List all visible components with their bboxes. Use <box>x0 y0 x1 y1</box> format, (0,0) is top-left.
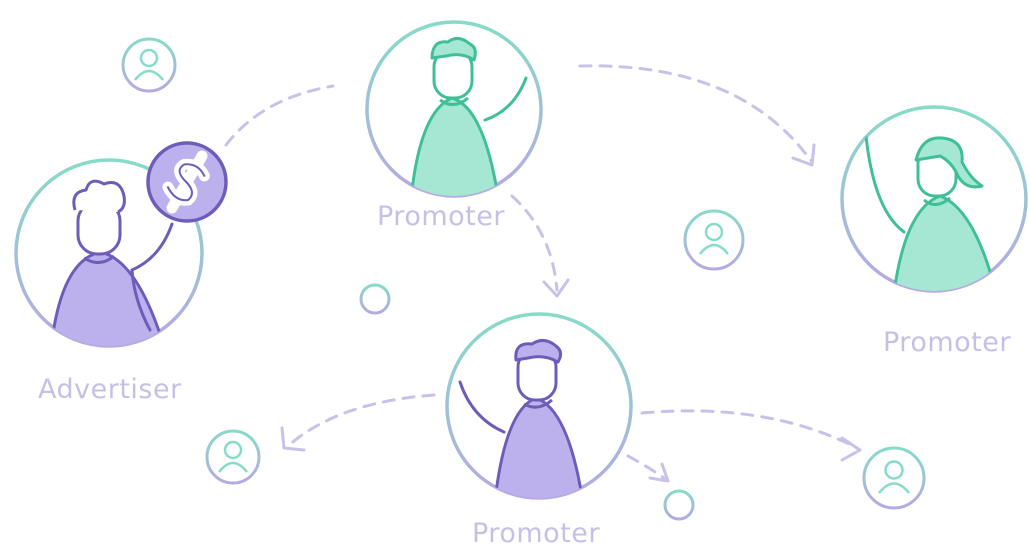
arrow-icon <box>280 426 306 452</box>
promoter-right-node <box>840 105 1028 293</box>
advertiser-label: Advertiser <box>38 374 182 405</box>
arrow-icon <box>648 462 670 483</box>
advertiser-node <box>14 158 204 348</box>
arrow-icon <box>542 278 570 298</box>
user-icon <box>121 37 177 93</box>
arrow-icon <box>791 143 816 167</box>
arrow-promoter-bottom-to-left <box>286 393 436 448</box>
arrow-advertiser-to-promoter <box>224 84 335 147</box>
small-node <box>663 489 695 521</box>
promoter-bottom-node <box>445 312 633 500</box>
promoter-top-node <box>365 20 543 198</box>
promoter-bottom-label: Promoter <box>472 518 600 549</box>
promoter-top-label: Promoter <box>377 201 505 232</box>
arrow-promoter-bottom-to-small <box>626 454 666 480</box>
user-icon <box>683 209 745 271</box>
user-icon <box>205 429 261 485</box>
coin-dollar-icon <box>146 141 228 223</box>
arrow-icon <box>840 436 862 462</box>
arrow-promoter-bottom-to-right <box>640 409 859 450</box>
promoter-right-label: Promoter <box>883 327 1011 358</box>
small-node <box>359 283 391 315</box>
arrow-promoter-top-to-right <box>578 64 814 164</box>
arrow-promoter-top-to-bottom <box>510 194 559 292</box>
user-icon <box>862 446 926 510</box>
